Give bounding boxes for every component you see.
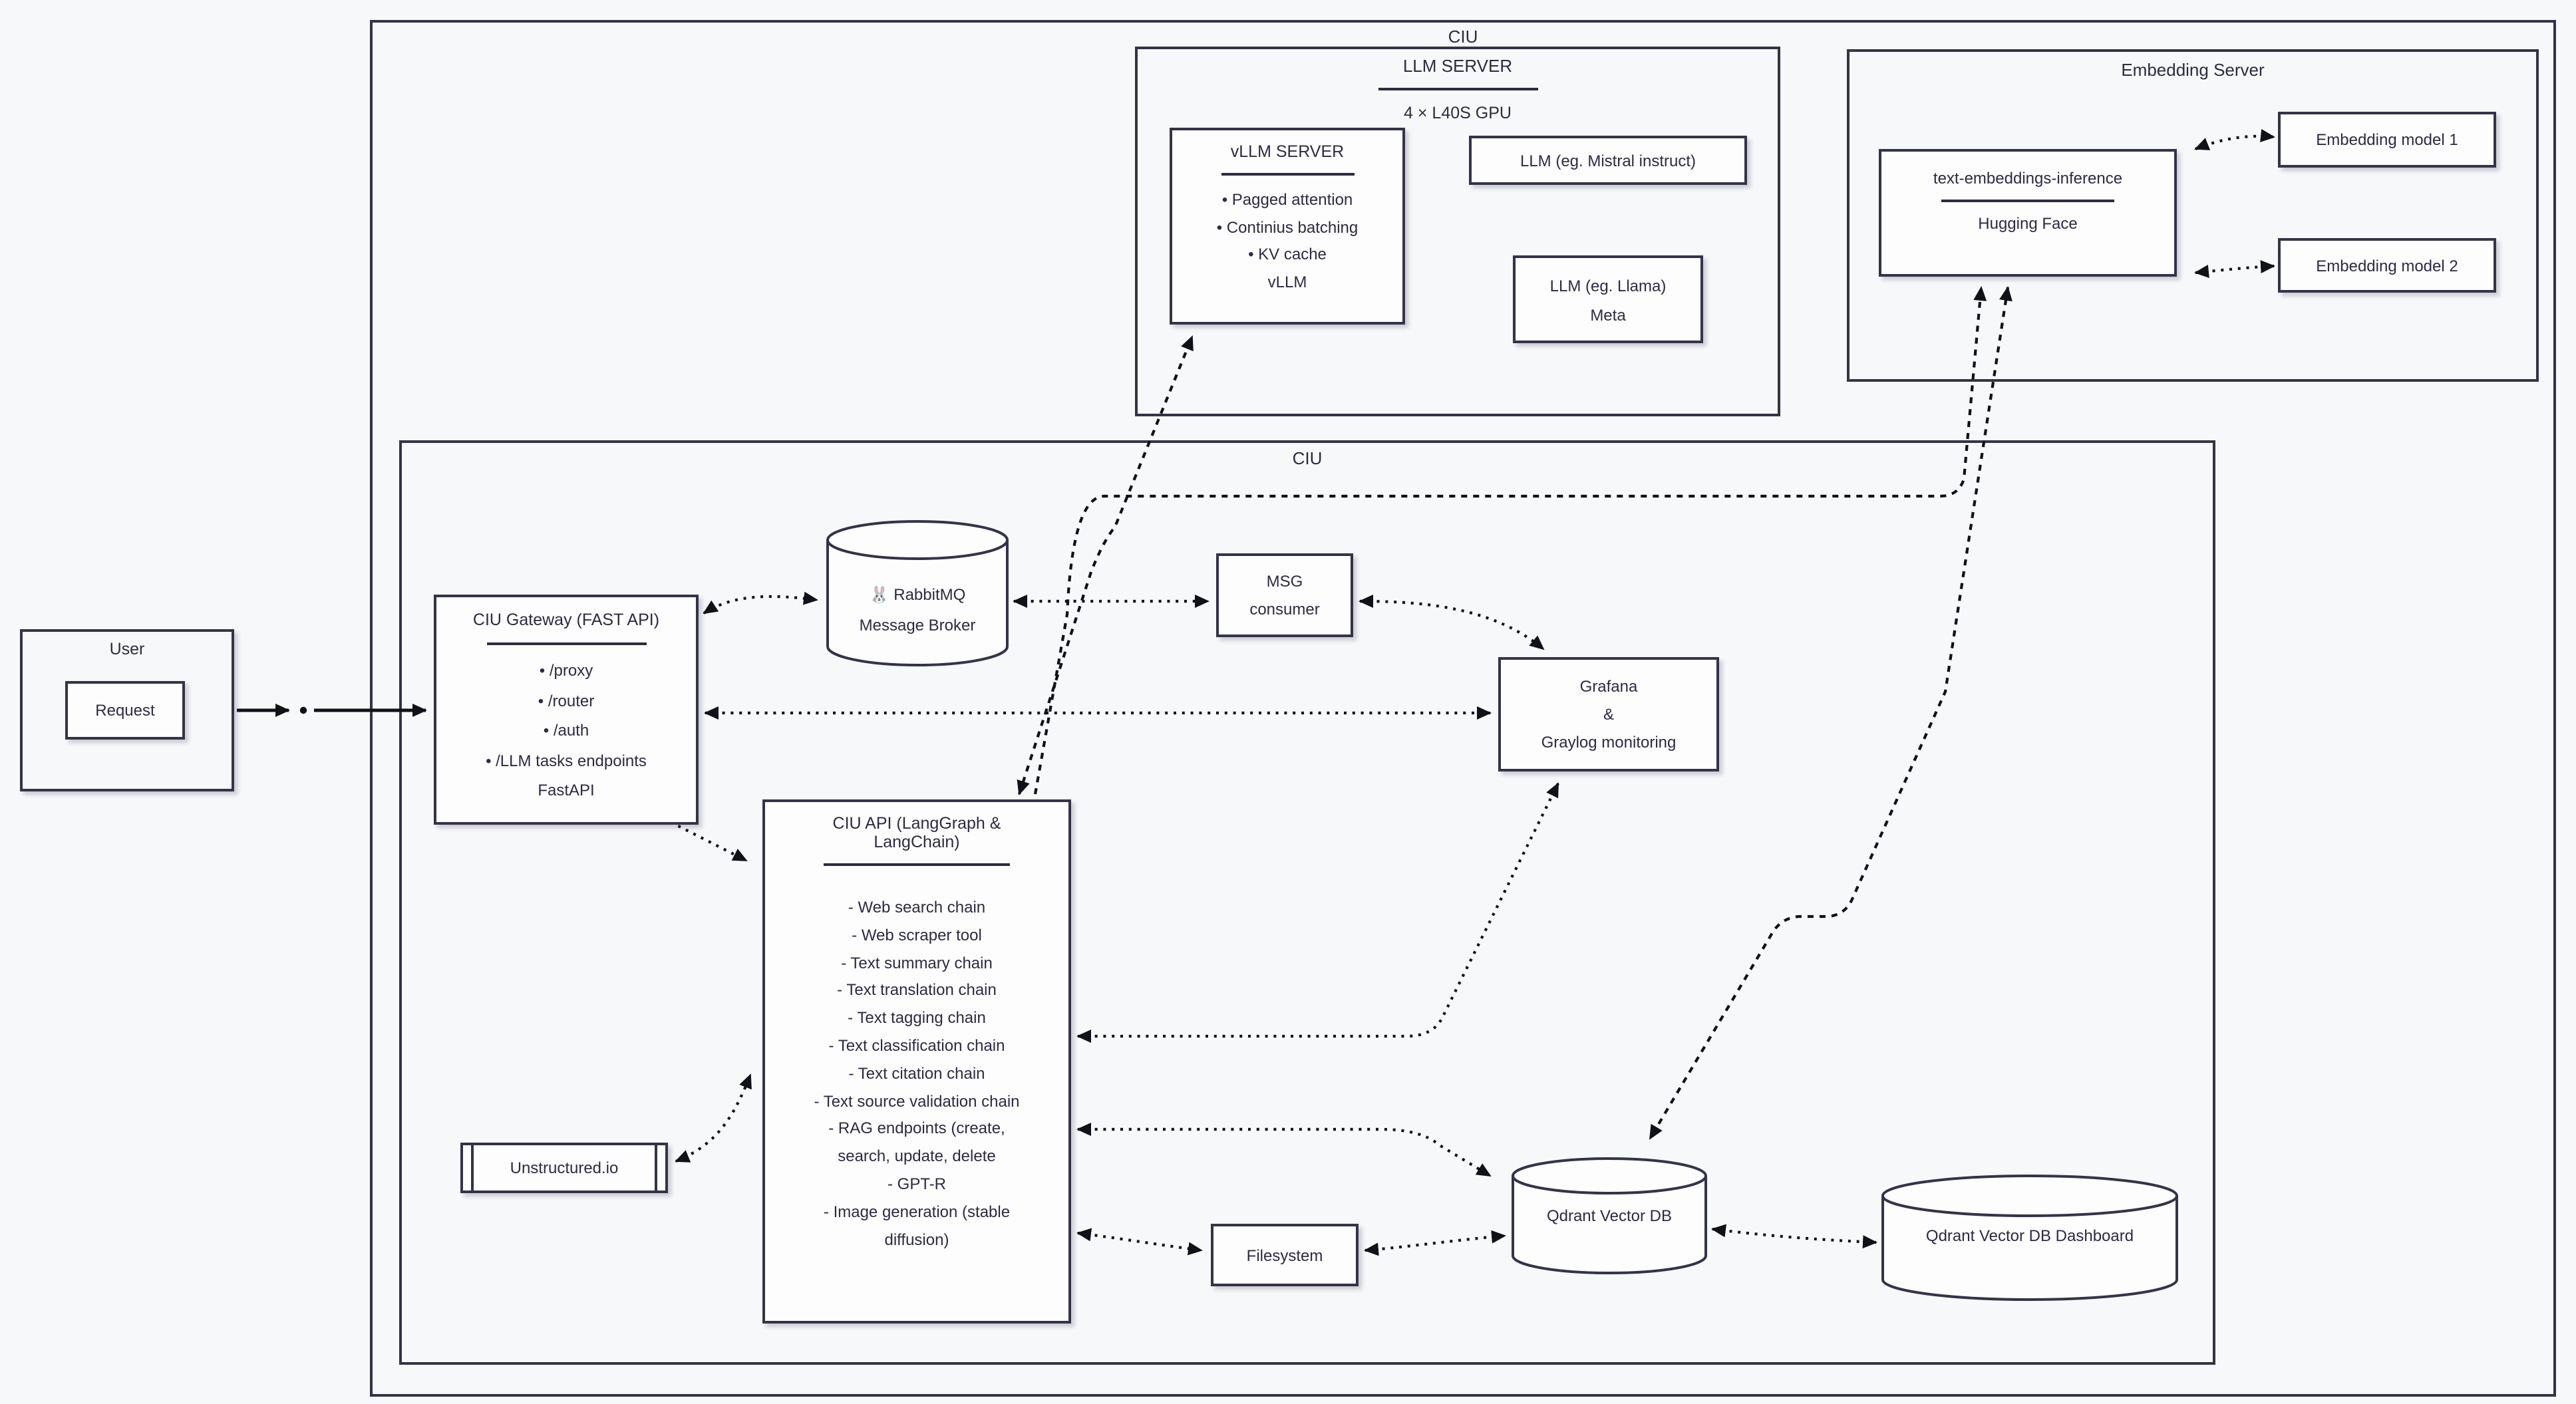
gateway-item: • /auth [543,721,589,740]
ciu-api-item: search, update, delete [838,1147,996,1166]
ciu-api-item: - GPT-R [887,1174,946,1193]
vllm-item: vLLM [1267,272,1307,291]
msg-consumer-line2: consumer [1249,600,1320,619]
outer-ciu-label: CIU [1448,27,1478,47]
embedding-model-1-label: Embedding model 1 [2316,130,2458,149]
llm-llama-line2: Meta [1590,306,1626,325]
embedding-model-1-box: Embedding model 1 [2278,112,2496,168]
rabbitmq-line1: 🐰 RabbitMQ [828,580,1007,611]
ciu-api-item: - Web search chain [848,898,986,916]
tei-divider [1941,200,2114,202]
request-label: Request [95,701,155,720]
embedding-model-2-box: Embedding model 2 [2278,238,2496,293]
ciu-api-title-line2: LangChain) [874,833,960,851]
ciu-api-item: - Text classification chain [828,1036,1005,1055]
ciu-api-item: - Text citation chain [848,1063,985,1083]
ciu-api-title-line1: CIU API (LangGraph & [832,814,1001,833]
llm-server-divider [1378,88,1537,90]
vllm-divider [1221,173,1354,176]
llm-mistral-box: LLM (eg. Mistral instruct) [1469,136,1747,185]
rabbit-icon: 🐰 [869,585,889,604]
qdrant-dashboard-label: Qdrant Vector DB Dashboard [1925,1226,2134,1245]
vllm-item: • Pagged attention [1221,190,1353,209]
gateway-item: • /LLM tasks endpoints [486,751,647,770]
rabbitmq-line2: Message Broker [859,616,976,634]
vllm-item: • Continius batching [1216,217,1359,236]
llm-llama-box: LLM (eg. Llama) Meta [1513,255,1703,343]
gateway-title: CIU Gateway (FAST API) [472,611,660,629]
gateway-divider [486,642,646,645]
vllm-title: vLLM SERVER [1230,142,1345,161]
vllm-server-box: vLLM SERVER • Pagged attention • Contini… [1170,128,1405,325]
gateway-item: • /proxy [539,661,593,680]
ciu-api-item: - Text translation chain [837,980,997,1000]
embedding-server-title: Embedding Server [2121,60,2265,80]
ciu-api-item: - Text tagging chain [848,1008,986,1028]
grafana-box: Grafana & Graylog monitoring [1498,657,1719,772]
gateway-item: FastAPI [538,781,595,799]
unstructured-label: Unstructured.io [510,1159,619,1177]
llm-server-gpu-label: 4 × L40S GPU [1404,104,1512,122]
gateway-box: CIU Gateway (FAST API) • /proxy • /route… [434,595,699,825]
inner-ciu-label: CIU [1292,448,1323,468]
outer-ciu-frame: CIU [370,20,2556,1397]
ciu-api-item: diffusion) [884,1230,949,1249]
rabbitmq-label: 🐰 RabbitMQ Message Broker [828,580,1007,641]
edge-junction-dot [299,706,307,714]
embedding-server-frame: Embedding Server [1847,49,2539,382]
msg-consumer-box: MSG consumer [1216,553,1353,637]
tei-box: text-embeddings-inference Hugging Face [1879,149,2177,277]
gateway-item: • /router [538,691,595,710]
ciu-api-box: CIU API (LangGraph & LangChain) - Web se… [762,799,1071,1324]
grafana-line1: Grafana [1579,677,1638,696]
rabbitmq-name: RabbitMQ [893,585,966,604]
tei-subtitle: Hugging Face [1978,214,2078,233]
qdrant-label: Qdrant Vector DB [1546,1206,1673,1225]
filesystem-box: Filesystem [1211,1224,1359,1286]
ciu-api-item: - RAG endpoints (create, [828,1119,1005,1138]
ciu-api-item: - Text summary chain [841,953,993,972]
vllm-item: • KV cache [1248,245,1327,263]
llm-mistral-label: LLM (eg. Mistral instruct) [1520,151,1696,170]
embedding-model-2-label: Embedding model 2 [2316,256,2458,275]
msg-consumer-line1: MSG [1266,572,1303,591]
request-box: Request [65,681,185,740]
filesystem-label: Filesystem [1246,1246,1323,1264]
ciu-api-item: - Web scraper tool [852,925,982,944]
grafana-line2: & [1603,705,1614,724]
tei-title: text-embeddings-inference [1933,169,2123,188]
ciu-api-divider [824,863,1010,866]
ciu-api-item: - Text source validation chain [814,1091,1020,1111]
llm-llama-line1: LLM (eg. Llama) [1549,277,1667,295]
grafana-line3: Graylog monitoring [1541,733,1677,752]
user-title: User [109,640,145,658]
ciu-api-item: - Image generation (stable [823,1202,1011,1221]
unstructured-box: Unstructured.io [460,1143,668,1193]
llm-server-title: LLM SERVER [1402,56,1513,76]
